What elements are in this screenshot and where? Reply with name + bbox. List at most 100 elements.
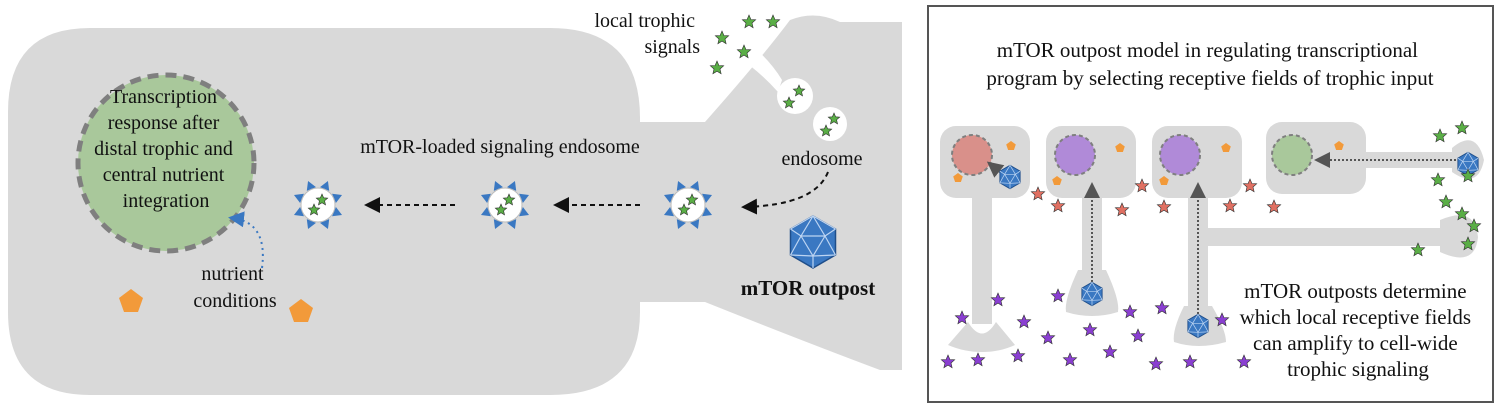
mtor-spike [676, 180, 686, 191]
trophic-star [307, 203, 321, 216]
nutrient-pentagon [1115, 143, 1125, 152]
trophic-star [1102, 344, 1118, 359]
body-line: mTOR outposts determine [1244, 279, 1466, 303]
right-panel-body: mTOR outposts determine which local rece… [1240, 279, 1477, 381]
nucleus-text-line: Transcription [110, 86, 217, 108]
nutrient-pentagon [119, 289, 143, 312]
nutrient-pentagon [1221, 143, 1231, 152]
mtor-spike [332, 207, 343, 217]
trophic-star [677, 203, 691, 216]
trophic-star [1040, 330, 1056, 345]
title-line: program by selecting receptive fields of… [986, 66, 1433, 90]
nucleus [75, 72, 257, 254]
trophic-star [1236, 354, 1252, 369]
mtor-spike [507, 219, 517, 230]
trophic-star [1114, 202, 1130, 217]
trophic-star [792, 84, 806, 97]
trophic-star [315, 193, 329, 206]
trophic-star [1082, 322, 1098, 337]
trophic-star [1154, 300, 1170, 315]
trophic-star [1430, 172, 1446, 187]
mtor-spike [480, 207, 491, 217]
membrane-channel [742, 42, 782, 92]
trophic-star [1466, 218, 1482, 233]
trophic-star [1134, 178, 1150, 193]
mtor-spike [320, 219, 330, 230]
mtor-spike [293, 193, 304, 203]
signaling-endosome [293, 180, 343, 230]
trophic-star [765, 14, 781, 29]
mtor-endosome-chain-label: mTOR-loaded signaling endosome [360, 136, 640, 158]
trophic-star [1242, 178, 1258, 193]
mtor-icon [1187, 313, 1209, 339]
mtor-icon [999, 164, 1021, 190]
transport-arrow [741, 171, 829, 215]
trophic-star [1438, 194, 1454, 209]
trophic-star [1030, 186, 1046, 201]
mtor-icon-group [999, 151, 1479, 339]
mtor-spike [663, 207, 674, 217]
endosome-group [293, 78, 847, 230]
trophic-star [827, 112, 841, 125]
label-line: signals [644, 36, 700, 58]
nutrient-pentagon [1006, 141, 1016, 150]
trophic-star [1410, 242, 1426, 257]
trophic-star [1130, 328, 1146, 343]
trophic-star [1062, 352, 1078, 367]
trophic-star [1222, 198, 1238, 213]
mtor-spike [320, 180, 330, 191]
mtor-spike [702, 193, 713, 203]
mtor-spike [690, 219, 700, 230]
trophic-star [714, 30, 730, 45]
title-line: mTOR outpost model in regulating transcr… [997, 38, 1418, 62]
body-line: trophic signaling [1287, 357, 1429, 381]
body-line: which local receptive fields [1240, 305, 1471, 329]
trophic-star [1148, 356, 1164, 371]
local-trophic-signals-label: local trophic signals [594, 10, 700, 58]
trophic-star [1010, 348, 1026, 363]
nucleus-text-line: central nutrient [103, 164, 225, 186]
mtor-spike [332, 193, 343, 203]
trophic-star [741, 14, 757, 29]
label-line: nutrient [201, 263, 264, 285]
mtor-spike [306, 180, 316, 191]
nucleus-red [951, 134, 993, 176]
trophic-star [1016, 314, 1032, 329]
right-panel-title: mTOR outpost model in regulating transcr… [986, 38, 1433, 90]
trophic-star [1460, 168, 1476, 183]
endosome-vesicle [813, 107, 847, 141]
trophic-star [502, 193, 516, 206]
nutrient-pentagon [1159, 176, 1169, 185]
nucleus-text: Transcription response after distal trop… [94, 86, 238, 212]
nucleus-text-line: distal trophic and [94, 138, 233, 160]
nucleus-purple [1054, 134, 1096, 176]
trophic-star [782, 96, 796, 109]
mtor-spike [519, 207, 530, 217]
trophic-star [990, 292, 1006, 307]
trophic-star-group [709, 14, 781, 75]
mtor-spike [702, 207, 713, 217]
mtor-spike [493, 219, 503, 230]
trophic-star [940, 354, 956, 369]
budding-vesicle [777, 78, 813, 114]
mtor-spike [306, 219, 316, 230]
trophic-star [736, 44, 752, 59]
signal-mark-group [940, 120, 1482, 371]
trophic-star [1214, 312, 1230, 327]
trophic-star [1432, 128, 1448, 143]
trophic-star [1122, 304, 1138, 319]
nutrient-pentagon [289, 299, 313, 322]
trophic-star [1050, 198, 1066, 213]
nutrient-arrow [228, 211, 264, 269]
mtor-spike [493, 180, 503, 191]
trophic-star [494, 203, 508, 216]
nucleus-text-line: integration [123, 190, 210, 212]
label-line: conditions [193, 290, 277, 312]
nutrient-pentagon [953, 173, 963, 182]
trophic-star [1454, 206, 1470, 221]
mtor-spike [519, 193, 530, 203]
nucleus-purple [1159, 134, 1201, 176]
trophic-star [1050, 288, 1066, 303]
mtor-spike [690, 180, 700, 191]
